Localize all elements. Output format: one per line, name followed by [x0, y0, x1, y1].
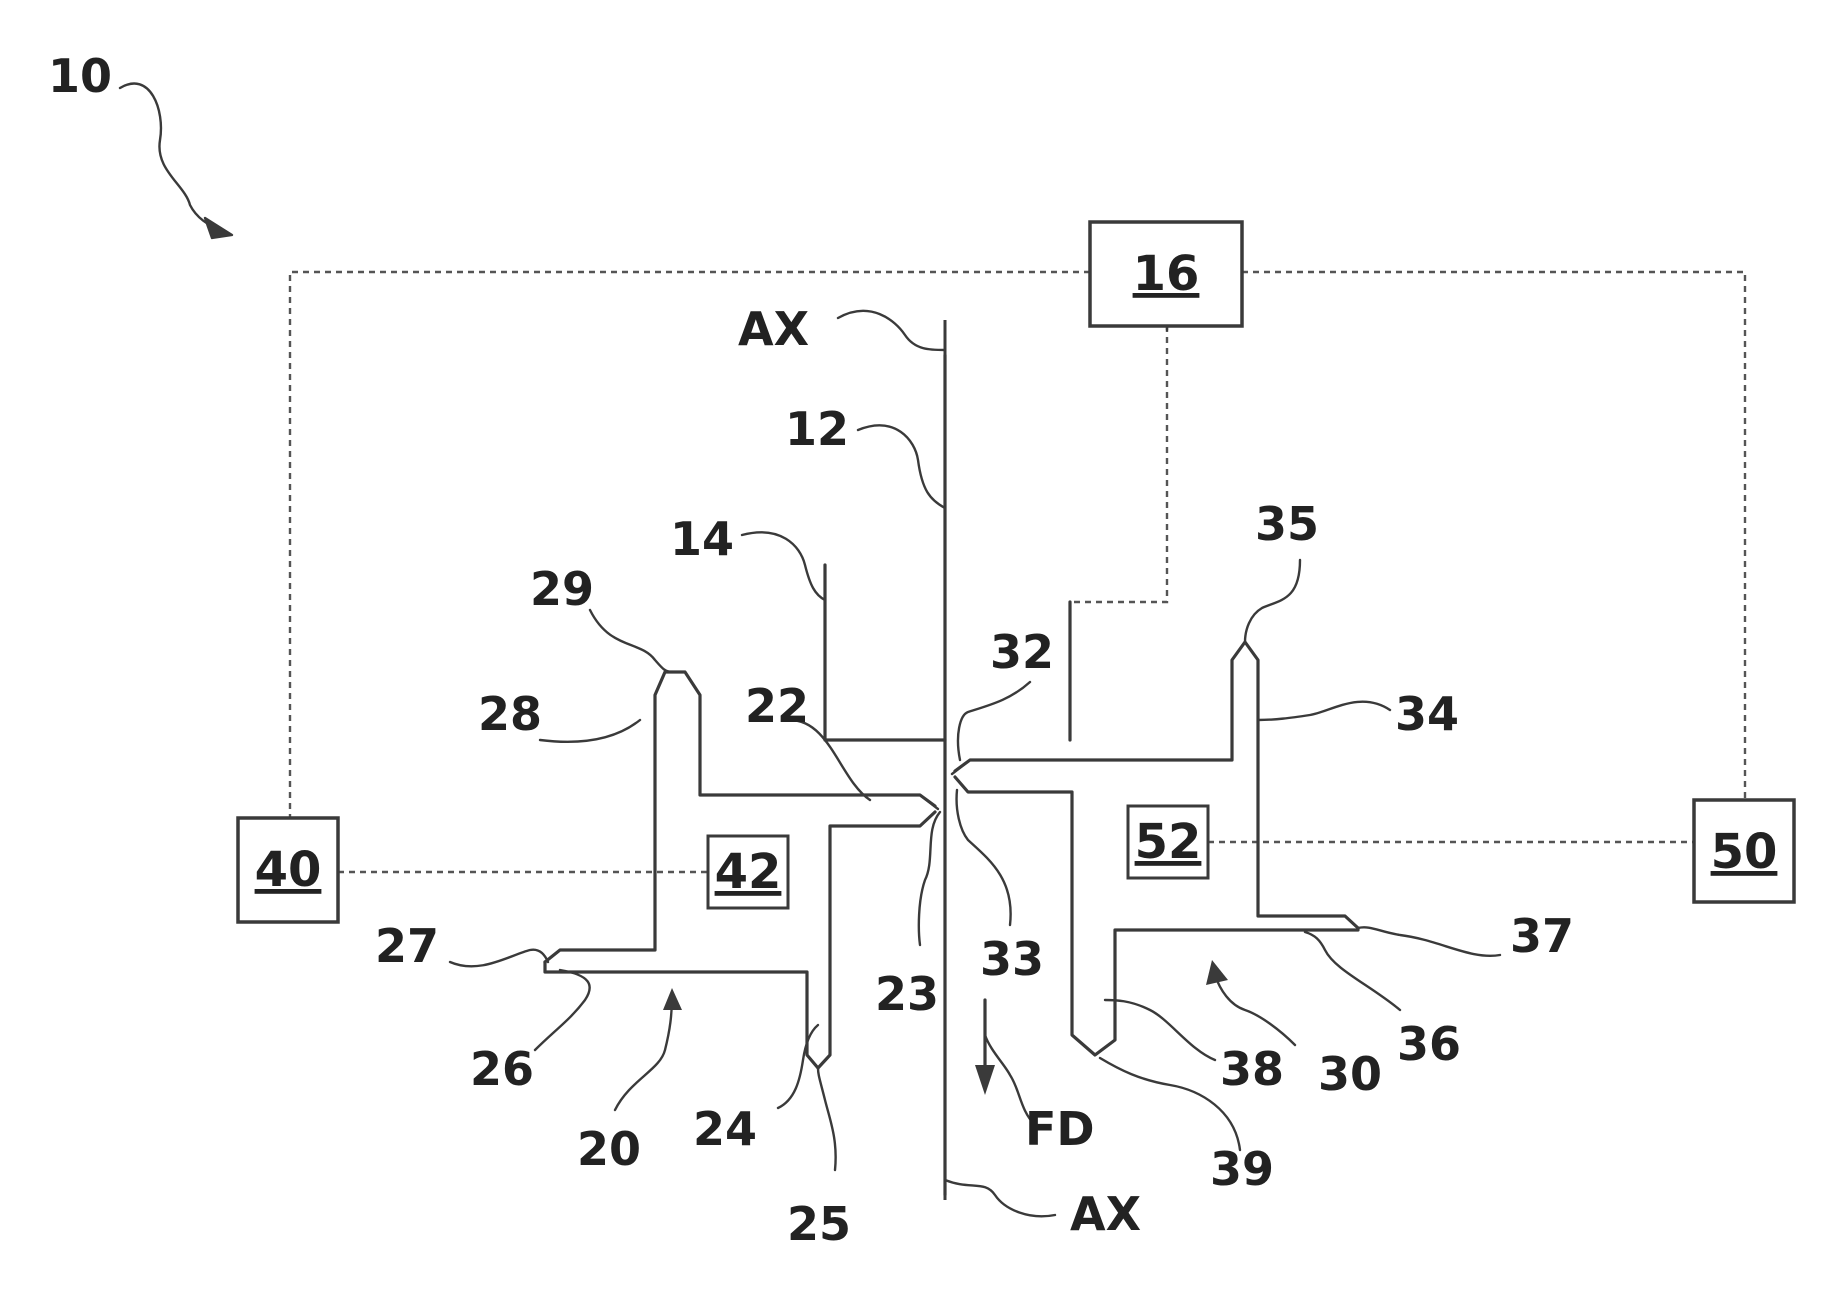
control-lines [290, 272, 1745, 872]
label-10: 10 [48, 49, 112, 103]
label-26: 26 [470, 1042, 534, 1096]
box-16: 16 [1090, 222, 1242, 326]
leader-30-arrow [1215, 975, 1295, 1045]
leader-29 [590, 610, 672, 672]
label-14: 14 [670, 512, 734, 566]
tip-33 [952, 760, 970, 774]
box-40: 40 [238, 818, 338, 922]
label-35: 35 [1255, 497, 1319, 551]
box-50: 50 [1694, 800, 1794, 902]
label-25: 25 [787, 1197, 851, 1251]
label-38: 38 [1220, 1042, 1284, 1096]
label-29: 29 [530, 562, 594, 616]
leader-36 [1305, 932, 1400, 1010]
box-52: 52 [1128, 806, 1208, 878]
leader-26 [535, 970, 590, 1050]
box-52-label: 52 [1135, 814, 1202, 870]
leader-10 [120, 84, 225, 232]
leader-28 [540, 720, 640, 742]
leader-ax-top [838, 311, 945, 350]
leader-37 [1358, 927, 1500, 956]
fd-arrow-head [975, 1065, 995, 1095]
box-42: 42 [708, 836, 788, 908]
leader-38 [1105, 1000, 1215, 1060]
label-20: 20 [577, 1122, 641, 1176]
leader-20-arrow [615, 995, 672, 1110]
label-27: 27 [375, 919, 439, 973]
leader-27 [450, 950, 548, 967]
nozzle-22-upper-wall [545, 672, 935, 962]
label-37: 37 [1510, 909, 1574, 963]
box-16-label: 16 [1133, 246, 1200, 302]
leader-24 [778, 1025, 818, 1108]
reference-labels: 10 AX 12 14 29 28 22 32 35 34 27 26 20 2… [48, 49, 1574, 1251]
leader-25 [818, 1068, 836, 1170]
label-22: 22 [745, 679, 809, 733]
control-line-16-to-14 [1070, 326, 1167, 602]
label-36: 36 [1397, 1017, 1461, 1071]
label-32: 32 [990, 625, 1054, 679]
label-ax-top: AX [738, 302, 809, 356]
label-ax-bottom: AX [1070, 1187, 1141, 1241]
label-23: 23 [875, 967, 939, 1021]
arrow-20-head [663, 988, 682, 1010]
leader-32 [958, 682, 1030, 760]
box-40-label: 40 [255, 842, 322, 898]
leader-23 [919, 812, 940, 945]
leader-35 [1245, 560, 1300, 642]
label-fd: FD [1025, 1102, 1095, 1156]
label-24: 24 [693, 1102, 757, 1156]
nozzle-32-upper-wall [955, 642, 1358, 928]
tip-23 [920, 795, 938, 809]
duct-14 [825, 565, 945, 740]
leader-10-arrow [205, 218, 232, 238]
label-28: 28 [478, 687, 542, 741]
leader-39 [1100, 1058, 1240, 1150]
arrow-30-head [1206, 960, 1228, 985]
leader-ax-bottom [945, 1180, 1055, 1216]
label-34: 34 [1395, 687, 1459, 741]
label-33: 33 [980, 932, 1044, 986]
leader-34 [1258, 702, 1390, 720]
box-50-label: 50 [1711, 824, 1778, 880]
leader-33 [957, 790, 1011, 925]
label-39: 39 [1210, 1142, 1274, 1196]
label-12: 12 [785, 402, 849, 456]
label-30: 30 [1318, 1047, 1382, 1101]
leader-12 [858, 425, 945, 508]
leader-lines [120, 84, 1500, 1217]
box-42-label: 42 [715, 844, 782, 900]
leader-14 [742, 532, 825, 600]
